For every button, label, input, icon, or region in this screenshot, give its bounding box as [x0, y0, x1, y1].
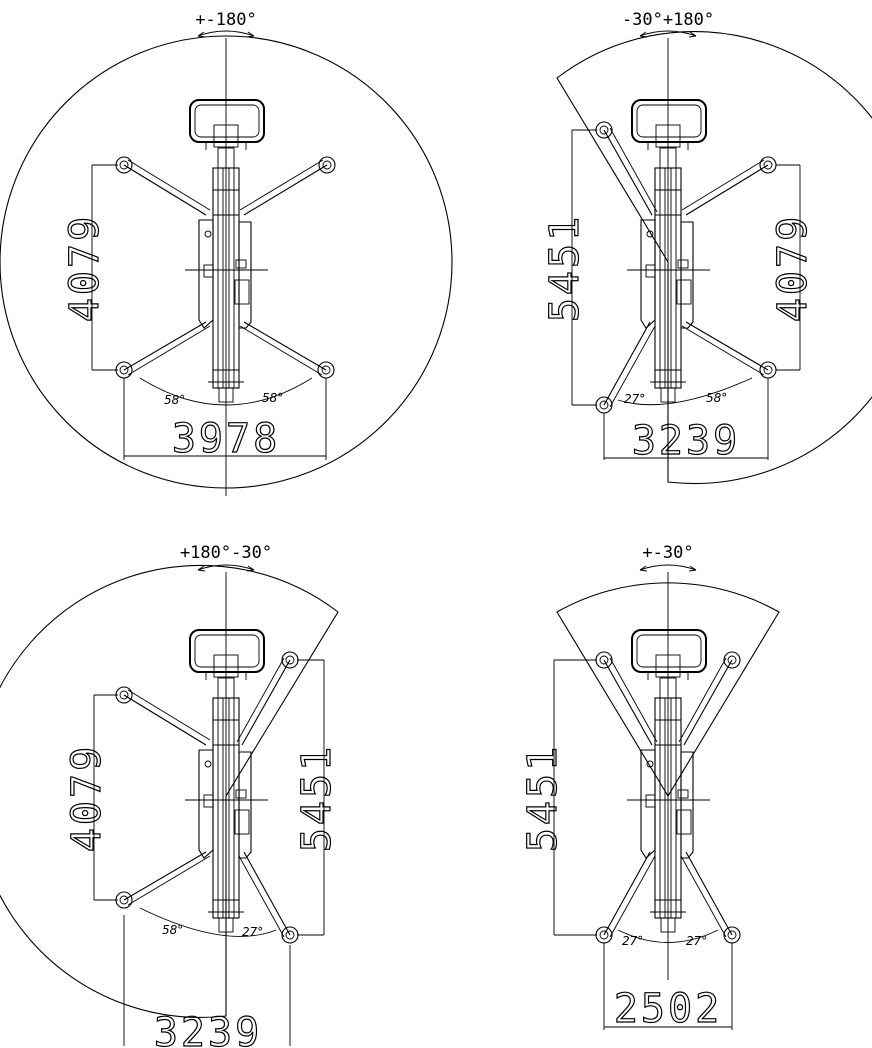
- swing-sector: [556, 30, 872, 485]
- width-dimension: 3978: [172, 416, 280, 462]
- left-angle: 27°: [624, 392, 645, 406]
- left-height-dimension: 5451: [542, 214, 588, 322]
- right-angle: 27°: [242, 925, 263, 939]
- swing-sector: [556, 582, 780, 798]
- view-full-rotation: +-180° 4079 3978 58° 58°: [0, 10, 453, 496]
- left-angle: 58°: [162, 923, 183, 937]
- right-angle: 27°: [686, 934, 707, 948]
- right-height-dimension: 4079: [770, 214, 816, 322]
- width-dimension: 3239: [632, 418, 740, 464]
- right-height-dimension: 5451: [294, 744, 340, 852]
- left-height-dimension: 4079: [64, 744, 110, 852]
- right-angle: 58°: [706, 391, 727, 405]
- height-dimension: 5451: [520, 744, 566, 852]
- rotation-title: -30°+180°: [622, 10, 714, 30]
- height-dimension: 4079: [62, 214, 108, 322]
- view-left-limited: -30°+180° 5451 4079 3239 27° 58°: [541, 10, 872, 485]
- width-dimension: 3239: [154, 1010, 262, 1048]
- width-dimension: 2502: [614, 986, 722, 1032]
- right-angle: 58°: [262, 391, 283, 405]
- view-right-limited: +180°-30° 4079 5451 3239 58° 27°: [0, 543, 341, 1048]
- swing-sector: [0, 564, 339, 1018]
- swing-circle: [0, 35, 453, 489]
- left-angle: 58°: [164, 393, 185, 407]
- rotation-title: +-30°: [642, 543, 693, 563]
- view-narrow: +-30° 5451 2502 27° 27°: [519, 543, 780, 1033]
- rotation-title: +-180°: [195, 10, 256, 30]
- left-angle: 27°: [622, 934, 643, 948]
- rotation-title: +180°-30°: [180, 543, 272, 563]
